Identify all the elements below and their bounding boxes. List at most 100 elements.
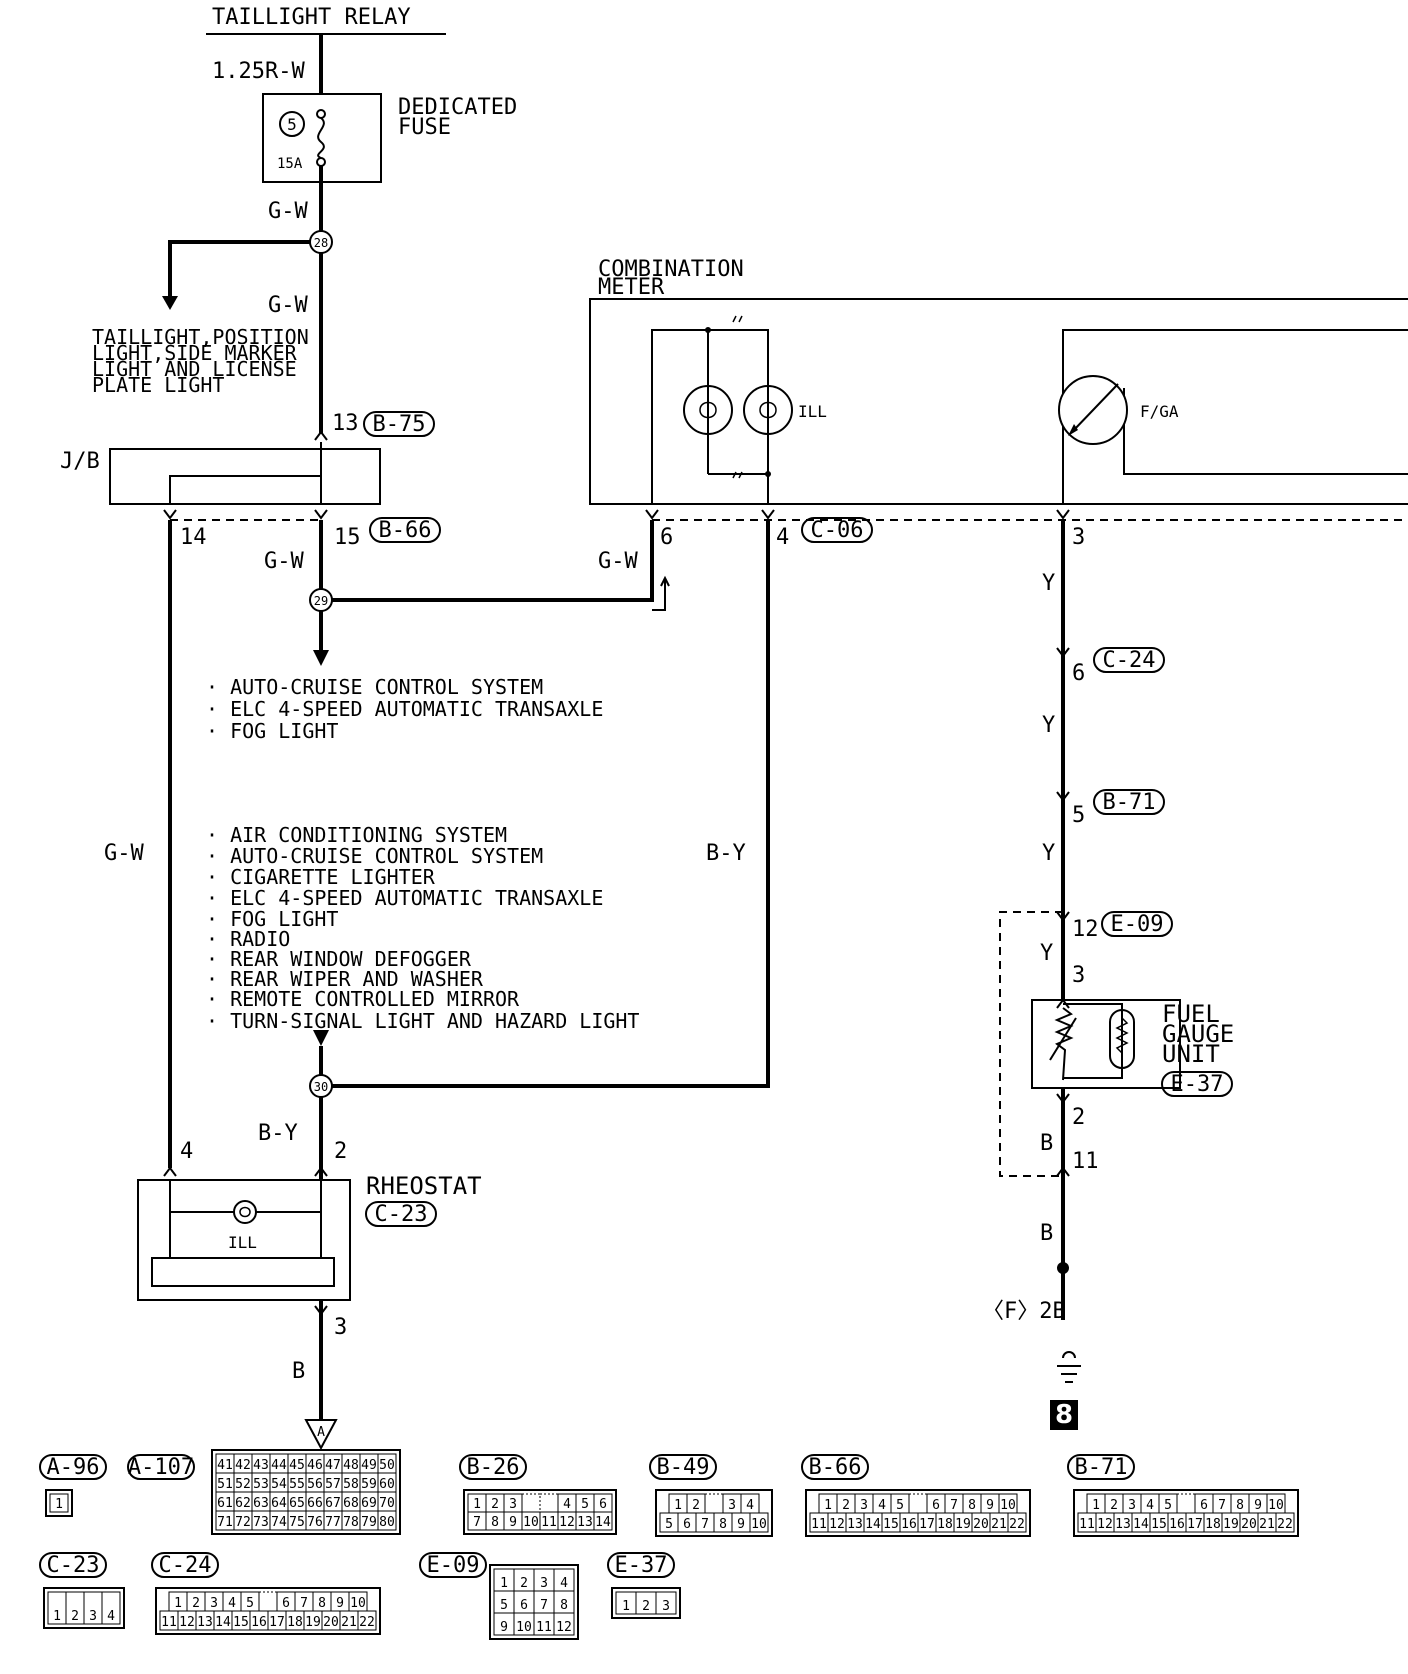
taillight-note-1: TAILLIGHT,POSITION: [92, 325, 309, 349]
connector-b66-pin: 9: [986, 1498, 994, 1513]
fuse-label-1: DEDICATED: [398, 95, 517, 120]
connector-a96-housing: [45, 1489, 73, 1517]
connector-a107-pin: 61: [217, 1496, 233, 1511]
fuel-pin-5: 5: [1072, 803, 1085, 828]
rheo-pin-mark-3: [314, 1305, 328, 1316]
connector-a96-cavity: [49, 1493, 69, 1513]
connector-a107-name: A-107: [128, 1455, 194, 1480]
connector-a107-pin: 68: [343, 1496, 359, 1511]
conn-b66-badge: [369, 517, 441, 543]
connector-b26-cavity: [593, 1511, 613, 1531]
connector-c24-pin: 22: [359, 1615, 375, 1630]
connector-c24-pin: 8: [318, 1596, 326, 1611]
connector-b26-pin: 5: [581, 1497, 589, 1512]
connector-b26-pin: 3: [509, 1497, 517, 1512]
connector-a107-pin: 70: [379, 1496, 395, 1511]
connector-a107-pin: 75: [289, 1515, 305, 1530]
connector-b71-name: B-71: [1075, 1455, 1128, 1480]
connector-a107-pin: 76: [307, 1515, 323, 1530]
pin-mark-11: [1056, 1166, 1070, 1177]
connector-b49-pin: 3: [728, 1498, 736, 1513]
fuel-label-3: UNIT: [1162, 1040, 1220, 1068]
connector-c24-pin: 9: [336, 1596, 344, 1611]
conn-b71-badge: [1093, 789, 1165, 815]
connector-c24-housing: [155, 1587, 381, 1635]
connector-b66-pin: 3: [860, 1498, 868, 1513]
connector-c23-badge: [39, 1552, 107, 1578]
conn-b66-label: B-66: [379, 518, 432, 543]
conn-c23-badge: [365, 1201, 437, 1227]
connector-a107-badge: [127, 1454, 195, 1480]
connector-c24-pin: 12: [179, 1615, 195, 1630]
connector-b66-pin: 7: [950, 1498, 958, 1513]
connector-b66-pin: 21: [991, 1517, 1007, 1532]
splice-30-label: 30: [314, 1080, 328, 1094]
connector-a107-pin: 42: [235, 1458, 251, 1473]
connector-b71-pin: 22: [1277, 1517, 1293, 1532]
splice-29-label: 29: [314, 594, 328, 608]
conn-e37-label: E-37: [1171, 1072, 1224, 1097]
connector-b71-pin: 20: [1241, 1517, 1257, 1532]
connector-e37-housing: [611, 1587, 681, 1619]
connector-b49-badge: [649, 1454, 717, 1480]
connector-a96: A-961: [39, 1454, 107, 1517]
connector-b26-pin: 12: [559, 1515, 575, 1530]
connector-a107-pin: 55: [289, 1477, 305, 1492]
connector-b71-pin: 13: [1115, 1517, 1131, 1532]
connector-b66-pin: 13: [847, 1517, 863, 1532]
connector-e09-pin: 9: [500, 1620, 508, 1635]
connector-b71-pin: 19: [1223, 1517, 1239, 1532]
meter-pin-3: 3: [1072, 525, 1085, 550]
relay-label: TAILLIGHT RELAY: [212, 5, 411, 30]
connector-e09-housing: [489, 1564, 579, 1640]
taillight-note-4: PLATE LIGHT: [92, 373, 224, 397]
fuse-number-circle: [279, 111, 305, 137]
connector-e09-pin: 11: [536, 1620, 552, 1635]
connector-c24-pin: 5: [246, 1596, 254, 1611]
connector-b66-pin: 12: [829, 1517, 845, 1532]
fuel-pin-6: 6: [1072, 661, 1085, 686]
rheostat-box: [137, 1179, 351, 1301]
fuel-gauge-unit-box: [1031, 999, 1181, 1089]
systems-b-9: · REMOTE CONTROLLED MIRROR: [206, 987, 520, 1011]
connector-e09-pin: 8: [560, 1598, 568, 1613]
connector-a107-pin: 71: [217, 1515, 233, 1530]
connector-e09-pin: 12: [556, 1620, 572, 1635]
connector-a107-pin: 64: [271, 1496, 287, 1511]
fuel-gauge-resistor-icon: [1054, 1007, 1074, 1081]
connector-a107-pin: 46: [307, 1458, 323, 1473]
connector-e37-name: E-37: [615, 1553, 668, 1578]
connector-b66-pin: 18: [937, 1517, 953, 1532]
connector-e37-cavity: [655, 1591, 677, 1615]
connector-b66-pin: 11: [811, 1517, 827, 1532]
wire-label-gw-1: G-W: [268, 199, 308, 224]
jb-pin-14: 14: [180, 525, 207, 550]
connector-b66-pin: 19: [955, 1517, 971, 1532]
connector-c24-pin: 16: [251, 1615, 267, 1630]
connector-e09-pin: 10: [516, 1620, 532, 1635]
pin-mark-15: [314, 509, 328, 520]
wire-label-top: 1.25R-W: [212, 59, 305, 84]
wire-s29-meter: [332, 520, 654, 602]
connector-b71-cavity: [1275, 1512, 1295, 1533]
connector-b71-pin: 4: [1146, 1498, 1154, 1513]
conn-b75-badge: [363, 411, 435, 437]
connector-a107-pin: 53: [253, 1477, 269, 1492]
connector-b71-housing: [1073, 1489, 1299, 1537]
connector-a107-pin: 65: [289, 1496, 305, 1511]
meter-pin-6: 6: [660, 525, 673, 550]
connector-b71-pin: 14: [1133, 1517, 1149, 1532]
connector-b66-name: B-66: [809, 1455, 862, 1480]
connector-a107-pin: 44: [271, 1458, 287, 1473]
systems-a-1: · AUTO-CRUISE CONTROL SYSTEM: [206, 675, 543, 699]
connector-c24-pin: 11: [161, 1615, 177, 1630]
connector-b26-pin: 1: [473, 1497, 481, 1512]
systems-b-4: · ELC 4-SPEED AUTOMATIC TRANSAXLE: [206, 886, 603, 910]
systems-a-list: · AUTO-CRUISE CONTROL SYSTEM · ELC 4-SPE…: [206, 675, 603, 743]
connector-a107-pin: 74: [271, 1515, 287, 1530]
wire-label-y-1: Y: [1042, 571, 1055, 596]
fuel-label-1: FUEL: [1162, 1000, 1220, 1028]
connector-b49-pin: 10: [751, 1517, 767, 1532]
